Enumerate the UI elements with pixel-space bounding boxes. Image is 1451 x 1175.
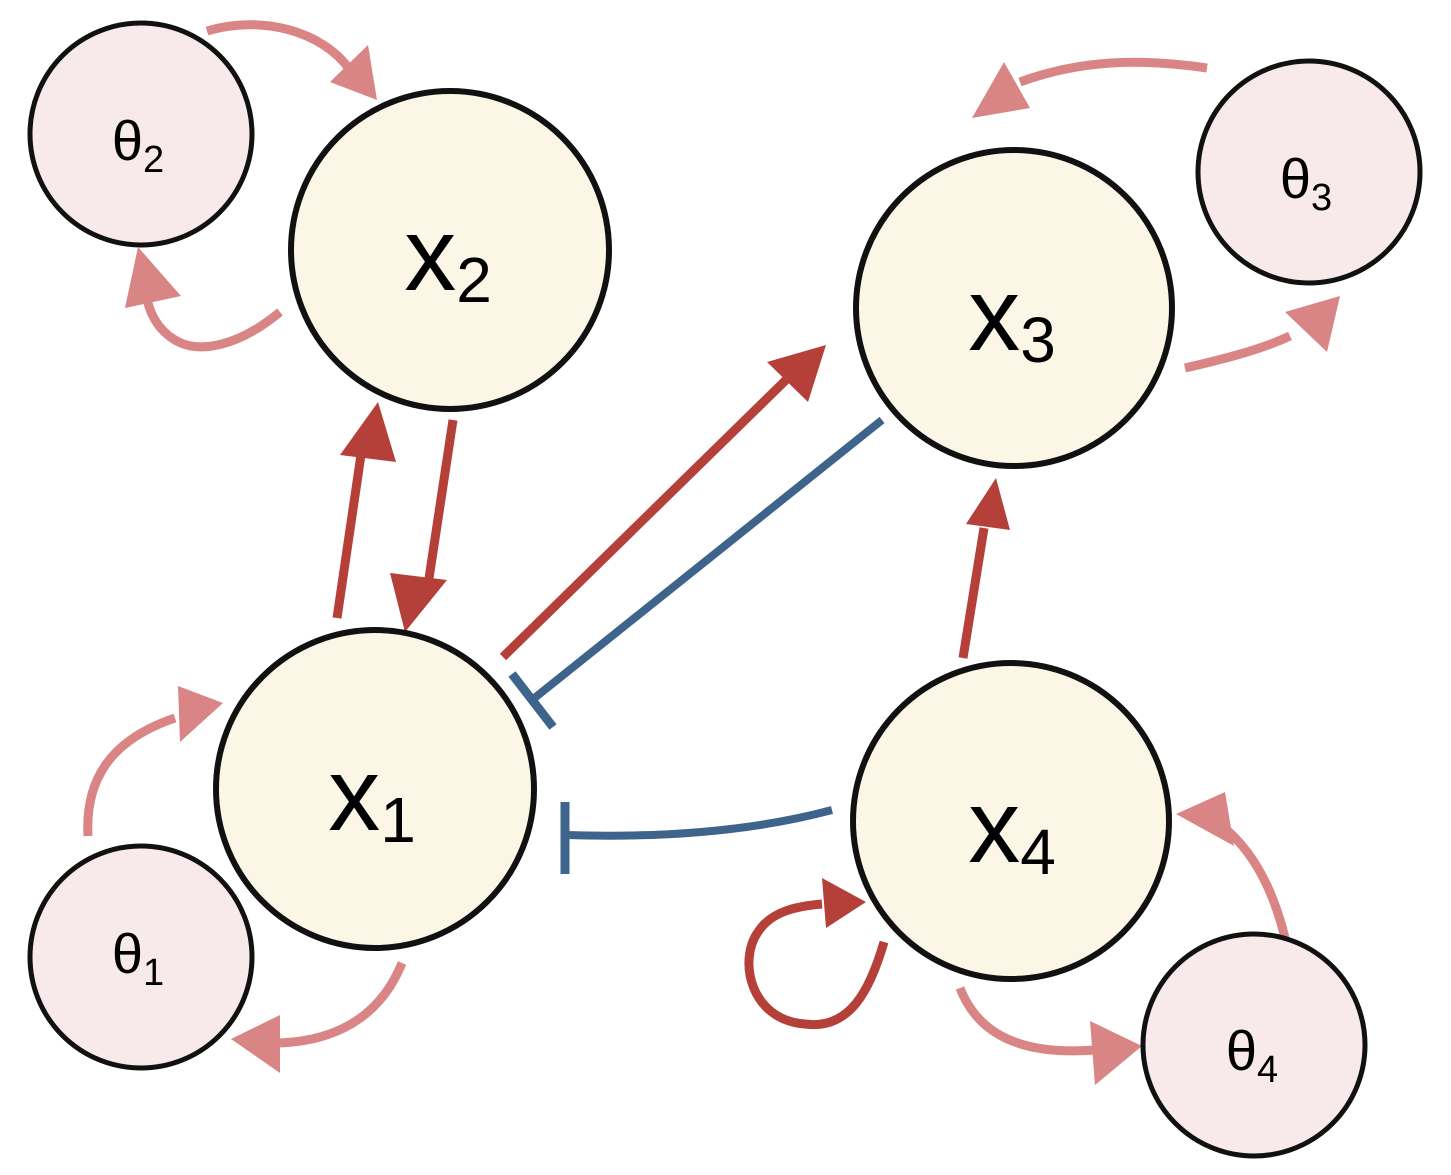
arrowhead xyxy=(972,62,1030,118)
edge-theta4-to-x4 xyxy=(1176,792,1290,940)
arrowhead xyxy=(767,345,826,402)
node-theta2-label: θ2 xyxy=(112,109,164,181)
node-theta1-label: θ1 xyxy=(112,922,164,994)
node-x3: x3 xyxy=(853,147,1175,469)
arrowhead xyxy=(1090,1021,1142,1085)
nodes-layer: θ2 x2 x3 θ3 x1 xyxy=(27,20,1423,1159)
edge-x2-to-theta2 xyxy=(125,247,283,352)
arrowhead xyxy=(178,686,223,742)
arrowhead xyxy=(1176,792,1234,846)
node-theta4-label: θ4 xyxy=(1226,1019,1278,1091)
edges-layer xyxy=(83,20,1340,1085)
node-theta1: θ1 xyxy=(27,843,255,1071)
node-x2: x2 xyxy=(288,88,612,412)
node-x2-label: x2 xyxy=(404,197,492,316)
arrowhead xyxy=(231,1015,280,1073)
node-x1-label: x1 xyxy=(328,737,416,856)
edge-x1-to-x3 xyxy=(499,345,826,661)
edge-x4-inhibits-x1 xyxy=(560,802,834,874)
node-x1: x1 xyxy=(213,627,537,951)
edge-theta2-to-x2 xyxy=(205,20,377,100)
edge-x4-to-theta4 xyxy=(955,986,1142,1085)
node-theta2: θ2 xyxy=(27,20,255,248)
arrowhead xyxy=(1285,296,1340,352)
edge-theta1-to-x1 xyxy=(83,686,223,837)
arrowhead xyxy=(125,247,181,308)
node-x3-label: x3 xyxy=(968,257,1056,376)
edge-x2-to-x1 xyxy=(390,419,458,632)
inhibition-bar xyxy=(508,671,557,730)
arrowhead xyxy=(340,402,396,462)
arrowhead xyxy=(390,573,447,632)
node-theta3-label: θ3 xyxy=(1280,147,1332,219)
node-x4-label: x4 xyxy=(968,769,1056,888)
node-theta4: θ4 xyxy=(1140,931,1368,1159)
edge-x3-inhibits-x1 xyxy=(508,416,885,730)
edge-x3-to-theta3 xyxy=(1183,296,1340,373)
node-x4: x4 xyxy=(850,660,1172,982)
node-theta3: θ3 xyxy=(1195,58,1423,286)
edge-x4-self-loop xyxy=(744,878,889,1030)
arrowhead xyxy=(330,45,377,100)
arrowhead xyxy=(822,878,866,928)
edge-x1-to-x2 xyxy=(332,402,396,619)
edge-x4-to-x3 xyxy=(958,478,1010,659)
edge-theta3-to-x3 xyxy=(972,57,1208,118)
edge-x1-to-theta1 xyxy=(231,961,407,1073)
arrowhead xyxy=(966,478,1010,530)
